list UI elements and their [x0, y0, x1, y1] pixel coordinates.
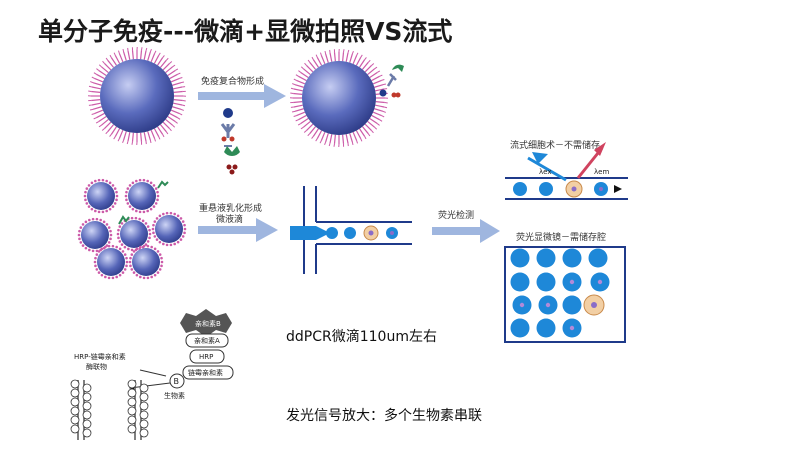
label-emulsion-2: 微液滴 — [216, 213, 243, 225]
bead-right — [289, 48, 389, 148]
biotin-chains — [70, 379, 149, 440]
label-biotin-avidin: 链霉亲和素 — [188, 368, 223, 377]
label-hrp-conjugate-2: 酶联物 — [86, 362, 107, 371]
label-biotin: 生物素 — [164, 391, 185, 400]
complex-arrow — [198, 84, 286, 108]
bound-complex — [379, 64, 404, 98]
emulsion-arrow — [198, 218, 278, 242]
label-em: λem — [594, 168, 609, 176]
label-ex: λex — [539, 168, 551, 176]
label-hrp-conjugate-1: HRP-链霉亲和素 — [74, 352, 126, 361]
label-emulsion-1: 重悬液乳化形成 — [199, 202, 262, 214]
label-hrp: HRP — [199, 353, 213, 361]
note-ddpcr: ddPCR微滴110um左右 — [286, 329, 437, 345]
note-signal: 发光信号放大：多个生物素串联 — [286, 408, 482, 424]
flow-channel — [505, 142, 628, 200]
label-streptavidin-b: 亲和素B — [195, 319, 221, 328]
label-microscope: 荧光显微镜－需储存腔 — [516, 231, 606, 243]
label-biotin-letter: B — [174, 377, 180, 386]
label-complex: 免疫复合物形成 — [201, 75, 264, 87]
chamber-droplets — [510, 248, 610, 338]
page-title: 单分子免疫---微滴+显微拍照VS流式 — [38, 17, 453, 46]
bead-left — [87, 46, 187, 146]
bead-cluster — [77, 178, 187, 280]
signal-amplification: 亲和素B 亲和素A HRP 链霉亲和素 B 生物素 HRP-链霉亲和素 酶联物 — [70, 309, 234, 440]
label-fluor-detect: 荧光检测 — [438, 209, 474, 221]
antigen-antibody-stack — [220, 108, 240, 175]
detection-arrow — [432, 219, 500, 243]
microfluidic-channel — [290, 186, 412, 274]
label-streptavidin-a: 亲和素A — [194, 336, 220, 345]
label-flow: 流式细胞术－不需储存 — [510, 139, 600, 151]
